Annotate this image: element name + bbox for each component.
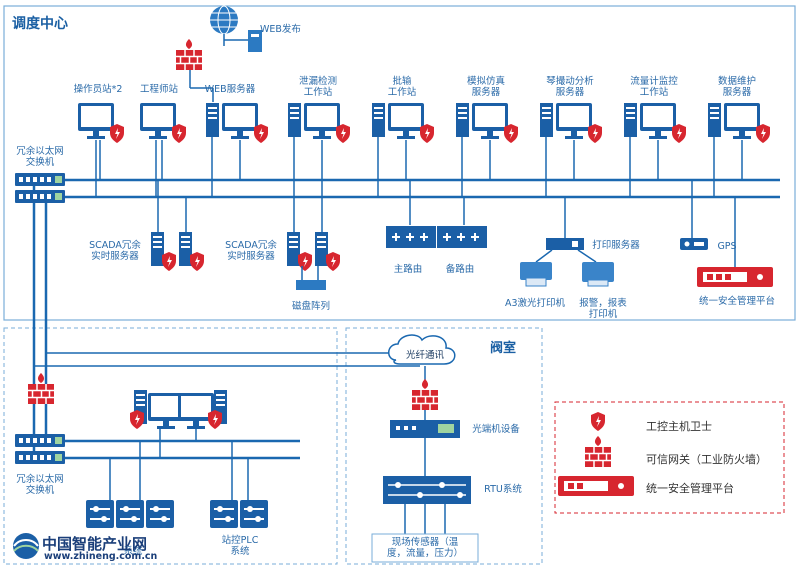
ws-label-4: 批输工作站 bbox=[387, 76, 417, 98]
rtu-label: RTU系统 bbox=[484, 484, 522, 495]
workstation-batch bbox=[372, 103, 434, 197]
main-router-label: 主路由 bbox=[393, 264, 423, 275]
ws-label-2: WEB服务器 bbox=[204, 84, 256, 95]
fiber-cloud-icon bbox=[388, 334, 456, 365]
switch-top-1 bbox=[15, 173, 65, 186]
plc-left-label: 系统 bbox=[123, 546, 143, 557]
ws-label-6: 琴撮动分析服务器 bbox=[546, 76, 594, 98]
rtu-system-device bbox=[383, 476, 471, 504]
plc-modules-left bbox=[85, 441, 175, 529]
valve-room-title: 阀室 bbox=[490, 341, 517, 356]
sensors-box bbox=[371, 533, 479, 563]
web-publish-label: WEB发布 bbox=[260, 24, 301, 35]
web-publish-server-icon bbox=[248, 30, 262, 52]
ws-label-3: 泄漏检测工作站 bbox=[298, 76, 337, 98]
gps-label: GPS bbox=[717, 241, 737, 252]
switch-bottom-label: 冗余以太网交换机 bbox=[16, 474, 64, 496]
legend-platform-device-icon bbox=[558, 476, 634, 496]
switch-top-2 bbox=[15, 190, 65, 203]
ws-label-5: 模拟仿真服务器 bbox=[466, 76, 505, 98]
workstation-vibration bbox=[540, 103, 602, 197]
scada-server-group-1 bbox=[151, 180, 204, 271]
plc-station-operator bbox=[130, 390, 227, 458]
router-backup bbox=[436, 197, 488, 249]
fiber-label: 光纤通讯 bbox=[405, 350, 444, 361]
security-platform-device bbox=[697, 197, 773, 287]
legend-platform-label: 统一安全管理平台 bbox=[646, 482, 734, 495]
print-server bbox=[520, 197, 614, 287]
workstation-simulation bbox=[456, 103, 518, 197]
workstation-engineer bbox=[140, 103, 186, 197]
scada2-label: SCADA冗余实时服务器 bbox=[225, 240, 277, 262]
legend-box bbox=[554, 401, 785, 514]
workstation-data-maint bbox=[708, 103, 770, 197]
security-platform-label: 统一安全管理平台 bbox=[698, 296, 775, 307]
workstation-leak-detect bbox=[288, 103, 350, 197]
workstation-flowmeter bbox=[624, 103, 686, 197]
firewall-valve-icon bbox=[411, 378, 439, 411]
firewall-left-icon bbox=[27, 372, 55, 405]
a3-printer-label: A3激光打印机 bbox=[504, 298, 566, 309]
internet-globe-icon bbox=[210, 5, 238, 35]
field-left-region bbox=[3, 327, 338, 565]
workstation-operator bbox=[78, 103, 124, 197]
plc-modules-right bbox=[209, 441, 269, 529]
switch-bottom-2 bbox=[15, 451, 65, 464]
alarm-printer-label: 报警，报表打印机 bbox=[579, 298, 627, 320]
ws-label-8: 数据维护服务器 bbox=[717, 76, 756, 98]
control-center-region bbox=[3, 5, 796, 321]
valve-room-region bbox=[345, 327, 543, 565]
optical-device-label: 光端机设备 bbox=[472, 424, 520, 435]
backup-router-label: 备路由 bbox=[445, 264, 475, 275]
gps-device bbox=[680, 180, 708, 250]
print-server-label: 打印服务器 bbox=[592, 240, 640, 251]
workstation-web-server bbox=[206, 103, 268, 197]
legend-guard-shield-icon bbox=[591, 412, 605, 431]
ws-label-7: 流量计监控工作站 bbox=[630, 76, 678, 98]
legend-gateway-firewall-icon bbox=[584, 435, 612, 468]
sensors-label: 现场传感器（温度，流量，压力） bbox=[386, 537, 463, 559]
legend-gateway-label: 可信网关（工业防火墙） bbox=[646, 453, 767, 466]
scada1-label: SCADA冗余实时服务器 bbox=[89, 240, 141, 262]
watermark-url: www.zhineng.com.cn bbox=[44, 551, 158, 562]
disk-array-label: 磁盘阵列 bbox=[291, 301, 330, 312]
switch-bottom-1 bbox=[15, 434, 65, 447]
watermark-logo-icon bbox=[13, 533, 39, 559]
optical-terminal-device bbox=[390, 420, 460, 438]
ws-label-0: 操作员站*2 bbox=[73, 84, 123, 95]
firewall-top-icon bbox=[175, 38, 203, 71]
watermark-cn: 中国智能产业网 bbox=[42, 535, 148, 553]
legend-guard-label: 工控主机卫士 bbox=[646, 420, 712, 433]
control-center-title: 调度中心 bbox=[12, 16, 68, 32]
router-main bbox=[385, 180, 437, 249]
ws-label-1: 工程师站 bbox=[139, 84, 178, 95]
switch-top-label: 冗余以太网交换机 bbox=[16, 146, 64, 168]
scada-server-group-2 bbox=[287, 180, 340, 290]
